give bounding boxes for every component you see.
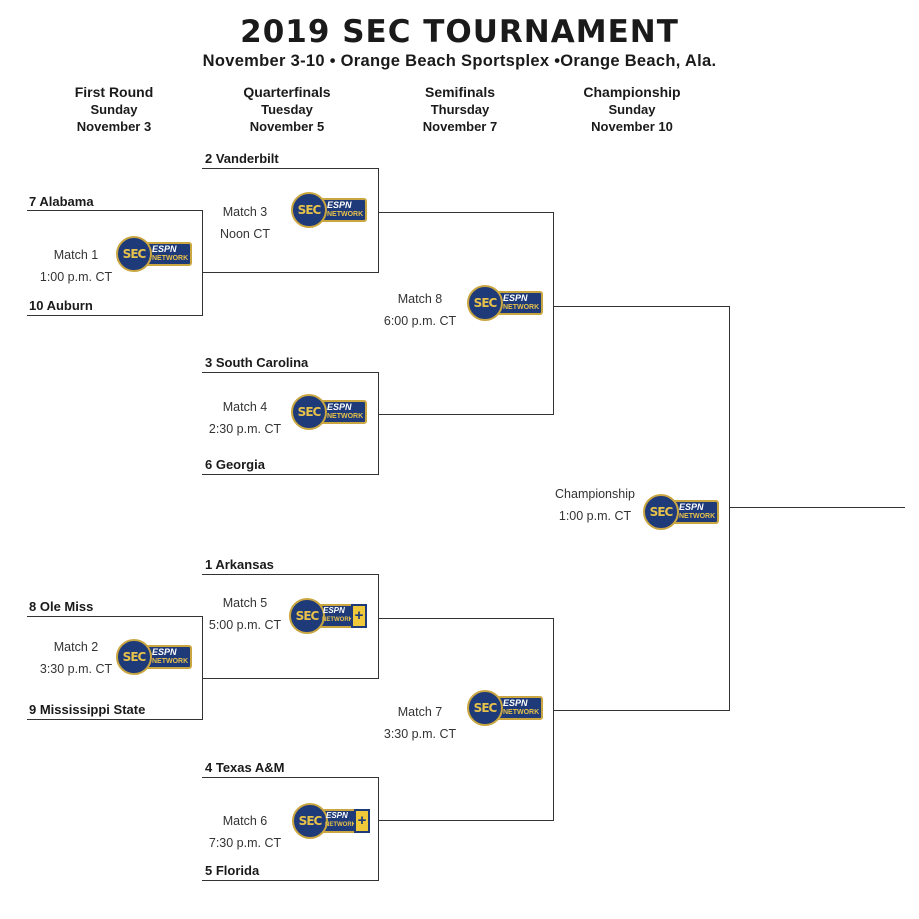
team-florida: 5 Florida xyxy=(205,863,260,878)
bracket-line xyxy=(378,414,553,415)
page-title: 2019 SEC TOURNAMENT xyxy=(240,14,679,50)
bracket-line xyxy=(378,777,379,881)
bracket-line xyxy=(378,820,553,821)
bracket-line xyxy=(27,210,202,211)
team-auburn: 10 Auburn xyxy=(29,298,93,313)
bracket-line xyxy=(202,168,378,169)
bracket-line xyxy=(202,372,378,373)
team-georgia: 6 Georgia xyxy=(205,457,265,472)
bracket-line xyxy=(729,306,730,711)
bracket-line xyxy=(202,210,203,316)
team-south-carolina: 3 South Carolina xyxy=(205,355,309,370)
bracket-line xyxy=(202,616,203,720)
team-texas-am: 4 Texas A&M xyxy=(205,760,285,775)
bracket-line xyxy=(27,315,202,316)
team-ole-miss: 8 Ole Miss xyxy=(29,599,94,614)
bracket-line xyxy=(553,212,554,415)
bracket-line xyxy=(378,574,379,679)
bracket-line xyxy=(202,777,378,778)
bracket-line xyxy=(27,719,202,720)
bracket-line xyxy=(378,212,553,213)
team-mississippi-state: 9 Mississippi State xyxy=(29,702,146,717)
bracket-line xyxy=(553,710,729,711)
bracket-line xyxy=(378,618,553,619)
bracket-line xyxy=(378,372,379,475)
bracket-line xyxy=(729,507,905,508)
team-alabama: 7 Alabama xyxy=(29,194,94,209)
bracket-line xyxy=(202,678,378,679)
page-subtitle: November 3-10 • Orange Beach Sportsplex … xyxy=(202,52,717,70)
bracket-line xyxy=(202,880,378,881)
bracket-line xyxy=(202,574,378,575)
bracket-line xyxy=(553,618,554,821)
team-arkansas: 1 Arkansas xyxy=(205,557,274,572)
bracket-line xyxy=(553,306,729,307)
bracket-line xyxy=(378,168,379,273)
bracket-line xyxy=(202,474,378,475)
bracket-line xyxy=(202,272,378,273)
bracket-line xyxy=(27,616,202,617)
team-vanderbilt: 2 Vanderbilt xyxy=(205,151,279,166)
